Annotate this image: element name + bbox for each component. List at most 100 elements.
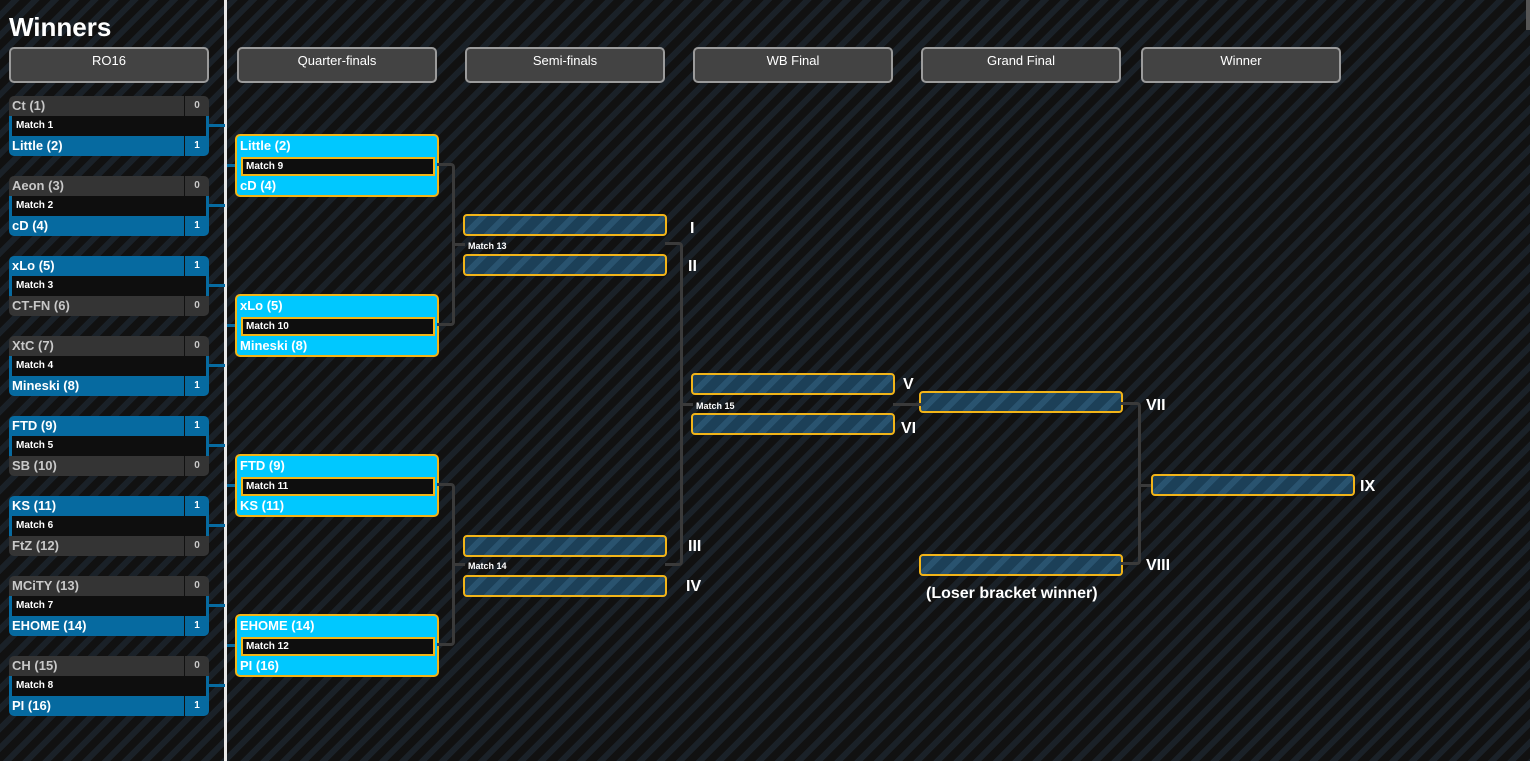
- connector: [209, 604, 225, 607]
- team-score: 0: [184, 96, 209, 116]
- connector: [206, 516, 209, 536]
- team-name[interactable]: cD (4): [240, 178, 277, 193]
- empty-slot[interactable]: [463, 254, 667, 276]
- empty-slot[interactable]: [919, 554, 1123, 576]
- slot-label: V: [903, 376, 914, 393]
- team-slot[interactable]: SB (10) 0: [9, 456, 209, 476]
- team-name: FtZ (12): [12, 538, 59, 553]
- match-label: Match 14: [468, 561, 507, 571]
- round-header-grand-final[interactable]: Grand Final: [921, 47, 1121, 83]
- team-name[interactable]: xLo (5): [240, 298, 283, 313]
- round-header-quarter-finals[interactable]: Quarter-finals: [237, 47, 437, 83]
- empty-slot[interactable]: [463, 535, 667, 557]
- team-score: 1: [184, 696, 209, 716]
- team-slot[interactable]: EHOME (14)1: [9, 616, 209, 636]
- connector: [206, 276, 209, 296]
- connector: [227, 324, 235, 327]
- empty-slot[interactable]: [463, 575, 667, 597]
- team-slot[interactable]: XtC (7) 0: [9, 336, 209, 356]
- match-label: Match 5: [9, 436, 209, 456]
- empty-slot[interactable]: [1151, 474, 1355, 496]
- slot-label: VII: [1146, 397, 1166, 414]
- team-name[interactable]: Little (2): [240, 138, 291, 153]
- team-name[interactable]: EHOME (14): [240, 618, 315, 633]
- team-slot[interactable]: Ct (1) 0: [9, 96, 209, 116]
- team-score: 0: [184, 176, 209, 196]
- team-slot[interactable]: cD (4)1: [9, 216, 209, 236]
- match-label: Match 7: [9, 596, 209, 616]
- team-name: xLo (5): [12, 258, 55, 273]
- match-label: Match 3: [9, 276, 209, 296]
- team-slot[interactable]: FTD (9) 1: [9, 416, 209, 436]
- quarterfinal-match[interactable]: EHOME (14) Match 12 PI (16): [235, 614, 439, 677]
- team-score: 0: [184, 536, 209, 556]
- team-slot[interactable]: Little (2) 1: [9, 136, 209, 156]
- bracket-title: Winners: [9, 12, 112, 42]
- match-label: Match 12: [241, 637, 435, 656]
- team-name: Little (2): [12, 138, 63, 153]
- round-header-ro16[interactable]: RO16: [9, 47, 209, 83]
- team-name: KS (11): [12, 498, 57, 513]
- team-score: 0: [184, 656, 209, 676]
- match-label: Match 15: [696, 401, 735, 411]
- team-slot[interactable]: Mineski (8)1: [9, 376, 209, 396]
- connector: [453, 243, 465, 246]
- quarterfinal-match[interactable]: Little (2) Match 9 cD (4): [235, 134, 439, 197]
- empty-slot[interactable]: [919, 391, 1123, 413]
- empty-slot[interactable]: [463, 214, 667, 236]
- team-slot[interactable]: Aeon (3)0: [9, 176, 209, 196]
- team-name: Ct (1): [12, 98, 46, 113]
- team-name: XtC (7): [12, 338, 54, 353]
- team-score: 1: [184, 416, 209, 436]
- team-name: MCiTY (13): [12, 578, 79, 593]
- team-slot[interactable]: FtZ (12) 0: [9, 536, 209, 556]
- team-slot[interactable]: MCiTY (13)0: [9, 576, 209, 596]
- loser-bracket-note: (Loser bracket winner): [926, 585, 1098, 602]
- team-score: 0: [184, 456, 209, 476]
- connector: [206, 436, 209, 456]
- team-slot[interactable]: KS (11)1: [9, 496, 209, 516]
- connector: [209, 284, 225, 287]
- team-name[interactable]: FTD (9): [240, 458, 285, 473]
- team-score: 1: [184, 376, 209, 396]
- scrollbar[interactable]: [1526, 0, 1530, 30]
- connector: [206, 356, 209, 376]
- connector: [206, 116, 209, 136]
- connector-wbf-gf: [893, 403, 921, 406]
- round-header-semi-finals[interactable]: Semi-finals: [465, 47, 665, 83]
- empty-slot[interactable]: [691, 373, 895, 395]
- team-name[interactable]: KS (11): [240, 498, 285, 513]
- team-slot[interactable]: PI (16)1: [9, 696, 209, 716]
- connector: [227, 644, 235, 647]
- team-name[interactable]: PI (16): [240, 658, 280, 673]
- team-score: 1: [184, 616, 209, 636]
- team-score: 1: [184, 136, 209, 156]
- team-name: FTD (9): [12, 418, 57, 433]
- team-slot[interactable]: CH (15)0: [9, 656, 209, 676]
- match-label: Match 4: [9, 356, 209, 376]
- match-label: Match 9: [241, 157, 435, 176]
- empty-slot[interactable]: [691, 413, 895, 435]
- team-name: cD (4): [12, 218, 49, 233]
- connector: [209, 444, 225, 447]
- team-name[interactable]: Mineski (8): [240, 338, 308, 353]
- round-header-wb-final[interactable]: WB Final: [693, 47, 893, 83]
- team-name: CT-FN (6): [12, 298, 70, 313]
- team-score: 0: [184, 336, 209, 356]
- connector: [209, 684, 225, 687]
- team-slot[interactable]: xLo (5)1: [9, 256, 209, 276]
- team-slot[interactable]: CT-FN (6)0: [9, 296, 209, 316]
- team-name: SB (10): [12, 458, 57, 473]
- match-label: Match 2: [9, 196, 209, 216]
- round-header-winner[interactable]: Winner: [1141, 47, 1341, 83]
